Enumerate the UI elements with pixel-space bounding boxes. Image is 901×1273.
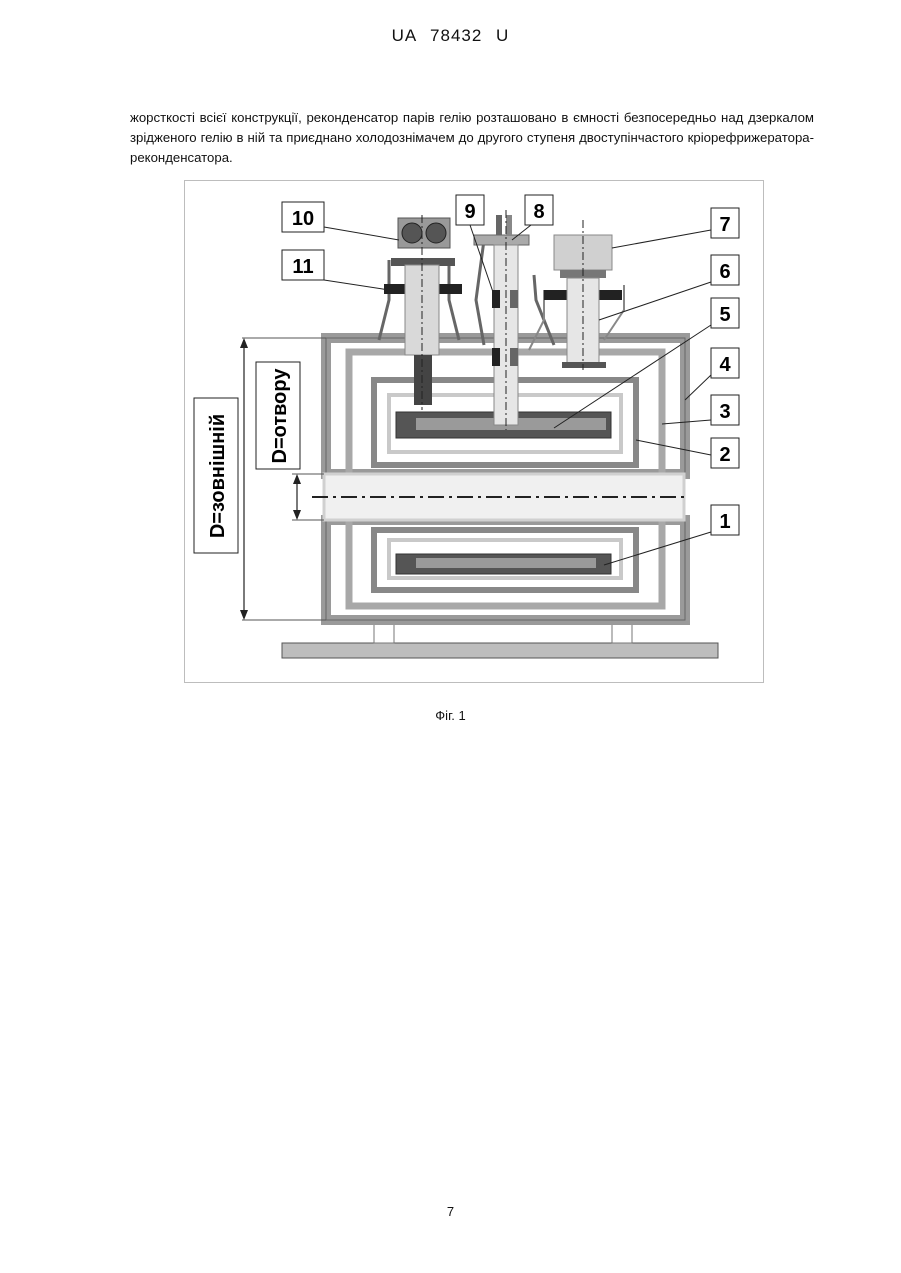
label-2-text: 2 — [719, 444, 730, 466]
label-3-text: 3 — [719, 401, 730, 423]
bore-diameter-label: D=отвору — [269, 368, 291, 464]
base-plate — [282, 643, 718, 658]
label-11-text: 11 — [292, 256, 313, 278]
label-7-text: 7 — [719, 214, 730, 236]
label-6-text: 6 — [719, 261, 730, 283]
label-4-text: 4 — [719, 354, 731, 376]
page-number: 7 — [0, 1204, 901, 1219]
body-paragraph: жорсткості всієї конструкції, реконденса… — [130, 108, 814, 168]
outer-diameter-label: D=зовнішній — [207, 414, 229, 538]
cryocooler-body — [405, 265, 439, 355]
label-1-text: 1 — [719, 511, 730, 533]
label-10-text: 10 — [292, 208, 314, 230]
current-lead-flange — [474, 235, 529, 245]
label-5-text: 5 — [719, 304, 730, 326]
figure-1-diagram: 10 11 9 8 7 6 5 4 3 — [184, 180, 764, 683]
label-8-text: 8 — [533, 201, 544, 223]
patent-number-header: UA 78432 U — [0, 26, 901, 46]
label-9-text: 9 — [464, 201, 475, 223]
figure-caption: Фіг. 1 — [0, 708, 901, 723]
